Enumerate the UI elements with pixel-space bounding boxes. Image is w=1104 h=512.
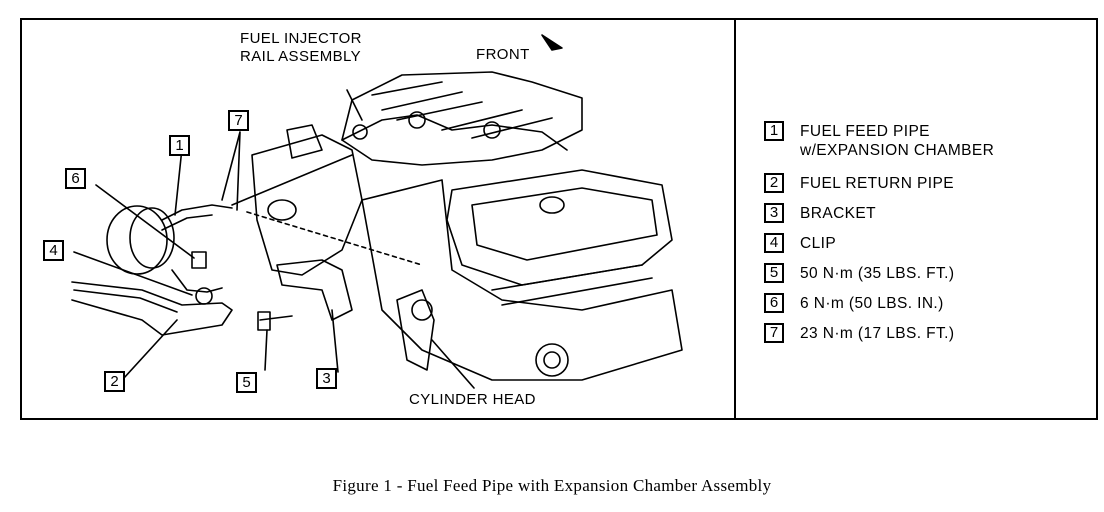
engine-diagram <box>71 34 683 389</box>
front-label: FRONT <box>476 46 530 63</box>
fuel-return-pipe <box>71 281 233 336</box>
legend-number: 3 <box>764 203 784 223</box>
legend-item-5: 5 50 N·m (35 LBS. FT.) <box>764 260 1084 290</box>
callout-6: 6 <box>65 168 86 189</box>
fuel-injector-rail-label-line1: FUEL INJECTOR <box>240 30 362 47</box>
legend-text: BRACKET <box>800 205 877 222</box>
valve-cover <box>446 169 673 286</box>
legend-number: 1 <box>764 121 784 141</box>
callout-2: 2 <box>104 371 125 392</box>
left-head <box>251 134 363 276</box>
legend-item-3: 3 BRACKET <box>764 200 1084 230</box>
fuel-injector-rail-label-line2: RAIL ASSEMBLY <box>240 48 362 65</box>
engine-block <box>361 179 683 381</box>
legend-number: 2 <box>764 173 784 193</box>
legend-item-2: 2 FUEL RETURN PIPE <box>764 170 1084 200</box>
legend-text: 6 N·m (50 LBS. IN.) <box>800 295 944 312</box>
callout-1: 1 <box>169 135 190 156</box>
legend-text: 50 N·m (35 LBS. FT.) <box>800 265 955 282</box>
legend-text: FUEL FEED PIPE w/EXPANSION CHAMBER <box>800 123 995 159</box>
fuel-rail <box>341 114 568 151</box>
legend-text: 23 N·m (17 LBS. FT.) <box>800 325 955 342</box>
intake-plenum <box>341 71 583 166</box>
bracket <box>276 259 353 321</box>
legend-number: 6 <box>764 293 784 313</box>
bolt-5 <box>257 311 293 331</box>
cylinder-head-label: CYLINDER HEAD <box>409 391 536 408</box>
expansion-chamber <box>106 205 168 275</box>
legend-number: 7 <box>764 323 784 343</box>
legend-item-4: 4 CLIP <box>764 230 1084 260</box>
legend-text: FUEL RETURN PIPE <box>800 175 954 192</box>
callout-5: 5 <box>236 372 257 393</box>
legend-item-7: 7 23 N·m (17 LBS. FT.) <box>764 320 1084 350</box>
legend-number: 4 <box>764 233 784 253</box>
legend-item-6: 6 6 N·m (50 LBS. IN.) <box>764 290 1084 320</box>
callout-7: 7 <box>228 110 249 131</box>
callout-4: 4 <box>43 240 64 261</box>
legend-item-1: 1 FUEL FEED PIPE w/EXPANSION CHAMBER <box>764 118 1084 170</box>
fuel-feed-pipe <box>161 204 233 231</box>
figure-frame <box>20 18 1098 420</box>
legend: 1 FUEL FEED PIPE w/EXPANSION CHAMBER 2 F… <box>764 118 1084 350</box>
callout-3: 3 <box>316 368 337 389</box>
legend-text: CLIP <box>800 235 837 252</box>
legend-number: 5 <box>764 263 784 283</box>
legend-divider <box>734 18 736 420</box>
figure-caption: Figure 1 - Fuel Feed Pipe with Expansion… <box>332 476 772 495</box>
